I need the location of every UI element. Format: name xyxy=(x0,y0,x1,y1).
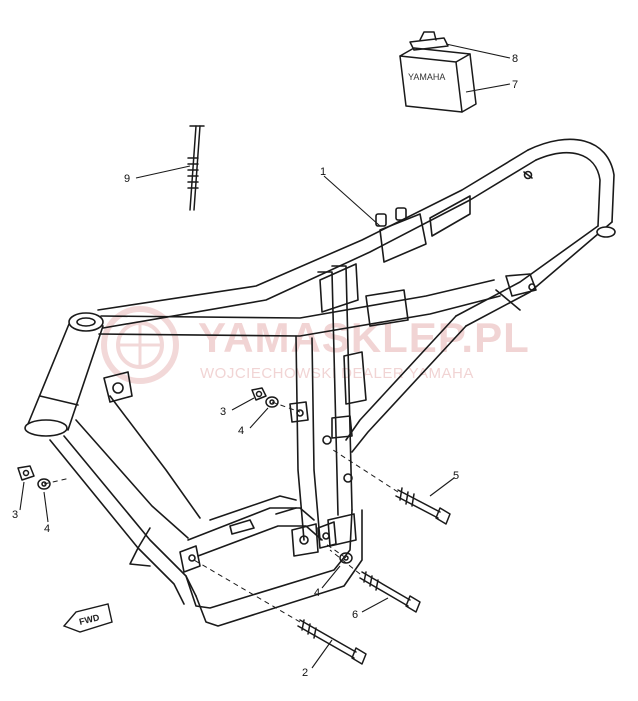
nut-part-3-upper xyxy=(251,387,267,401)
separate-parts: YAMAHA xyxy=(17,31,477,665)
callout-7: 7 xyxy=(512,79,518,91)
main-backbone-tube xyxy=(97,149,537,337)
leader-lines xyxy=(19,43,511,669)
watermark: YAMASKLEP.PL WOJCIECHOWSKI DEALER YAMAHA xyxy=(101,306,530,384)
callout-4-upper: 4 xyxy=(238,425,244,437)
callout-3-left: 3 xyxy=(12,509,18,521)
clip-part-8 xyxy=(409,31,449,51)
callout-4-lower: 4 xyxy=(314,587,320,599)
pin-part-9 xyxy=(187,125,205,211)
engine-mount-plate xyxy=(291,513,357,557)
callout-1: 1 xyxy=(320,166,326,178)
head-pipe xyxy=(24,312,104,437)
watermark-title: YAMASKLEP.PL xyxy=(198,314,530,361)
watermark-logo xyxy=(101,306,179,384)
seat-pipe xyxy=(289,207,427,541)
callout-3-upper: 3 xyxy=(220,406,226,418)
washer-part-4-upper xyxy=(265,396,279,408)
box-part-7: YAMAHA xyxy=(399,47,477,113)
watermark-subtitle: WOJCIECHOWSKI DEALER YAMAHA xyxy=(200,365,474,382)
callout-8: 8 xyxy=(512,53,518,65)
callout-5: 5 xyxy=(453,470,459,482)
bolt-part-6 xyxy=(359,571,421,613)
bolt-part-2 xyxy=(297,619,367,665)
frame-drawing xyxy=(24,138,616,627)
callout-4-left: 4 xyxy=(44,523,50,535)
callout-6: 6 xyxy=(352,609,358,621)
rear-loop-rail xyxy=(429,138,616,327)
callout-2: 2 xyxy=(302,667,308,679)
forward-direction-arrow: FWD xyxy=(62,603,113,633)
rear-diagonal-brace xyxy=(345,315,467,453)
callout-labels: 1 9 8 7 3 4 3 4 5 4 6 2 xyxy=(12,53,518,679)
washer-part-4-lower xyxy=(339,552,353,564)
lower-cradle-rail xyxy=(179,495,363,627)
bolt-part-5 xyxy=(395,487,451,525)
callout-9: 9 xyxy=(124,173,130,185)
rear-shock-bracket xyxy=(495,273,537,311)
nut-part-3-left xyxy=(17,465,35,481)
alignment-lines xyxy=(43,401,399,623)
fwd-label: FWD xyxy=(78,612,101,627)
front-down-tube xyxy=(49,371,201,605)
box-label: YAMAHA xyxy=(408,72,445,82)
